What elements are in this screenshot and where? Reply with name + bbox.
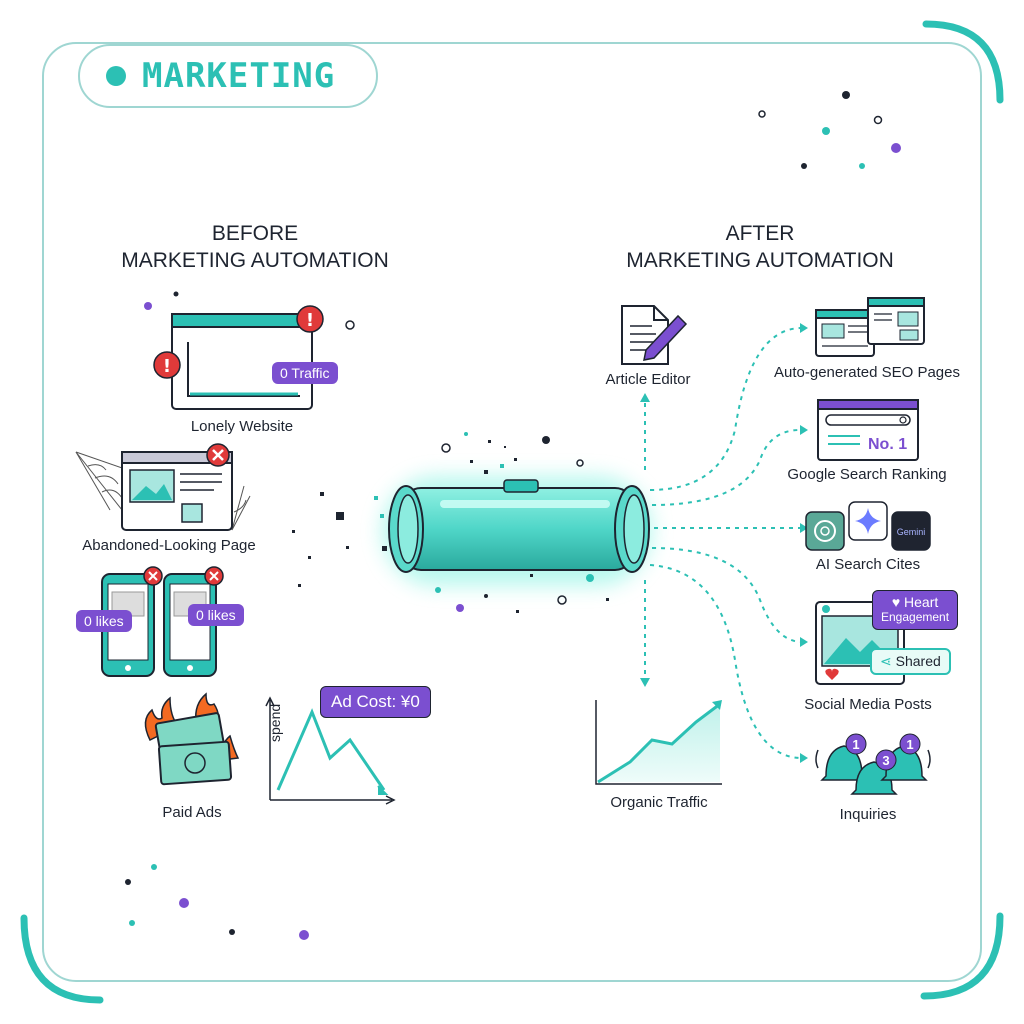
seo-pages-icon (815, 297, 925, 357)
ai-cites-label: AI Search Cites (815, 556, 921, 573)
svg-text:!: ! (306, 310, 314, 331)
before-heading-line2: MARKETING AUTOMATION (121, 249, 389, 272)
lonely-website-icon: ! ! (144, 291, 355, 410)
organic-traffic-chart (595, 700, 722, 785)
automation-tube (382, 476, 652, 586)
inquiries-label: Inquiries (839, 806, 897, 823)
search-rank-text: No. 1 (868, 436, 907, 453)
inquiries-count-left: 1 (852, 737, 859, 752)
shared-badge: ⋖ Shared (870, 648, 951, 675)
zero-likes-badge-right: 0 likes (188, 604, 244, 626)
ad-cost-badge: Ad Cost: ¥0 (320, 686, 431, 718)
flow-arrowheads (640, 323, 808, 763)
before-heading-line1: BEFORE (211, 222, 299, 245)
heart-label: Heart (904, 594, 939, 610)
particle-debris (292, 432, 609, 613)
marketing-badge: MARKETING (78, 44, 378, 108)
badge-dot-icon (106, 66, 126, 86)
abandoned-page-label: Abandoned-Looking Page (82, 537, 256, 554)
article-editor-icon (621, 305, 688, 365)
zero-traffic-badge: 0 Traffic (272, 362, 338, 384)
search-ranking-label: Google Search Ranking (787, 466, 947, 483)
lonely-website-label: Lonely Website (190, 418, 294, 435)
after-heading-line1: AFTER (725, 222, 795, 245)
after-heading-line2: MARKETING AUTOMATION (626, 249, 894, 272)
gemini-logo-text: Gemini (897, 527, 926, 537)
seo-pages-label: Auto-generated SEO Pages (774, 364, 960, 381)
share-icon: ⋖ (880, 653, 896, 669)
before-heading: BEFORE MARKETING AUTOMATION (100, 220, 410, 274)
decorative-dots (125, 91, 901, 940)
ai-search-icons (805, 501, 931, 551)
spend-axis-label: spend (267, 704, 283, 742)
flow-connectors (644, 327, 801, 759)
shared-label: Shared (895, 653, 941, 669)
inquiries-count-center: 3 (882, 753, 889, 768)
heart-engagement-badge: ♥ Heart Engagement (872, 590, 959, 630)
organic-traffic-label: Organic Traffic (610, 794, 708, 811)
inquiries-count-right: 1 (906, 737, 913, 752)
spend-chart (265, 696, 396, 805)
svg-text:!: ! (163, 356, 171, 377)
zero-likes-badge-left: 0 likes (76, 610, 132, 632)
after-heading: AFTER MARKETING AUTOMATION (605, 220, 915, 274)
abandoned-page-icon (75, 443, 251, 531)
search-ranking-icon (817, 399, 919, 461)
burning-money-icon (144, 692, 240, 786)
article-editor-label: Article Editor (605, 371, 691, 388)
paid-ads-label: Paid Ads (162, 804, 222, 821)
inquiries-bells-icon: 1 1 3 (815, 733, 931, 795)
engagement-label: Engagement (881, 610, 950, 624)
social-posts-label: Social Media Posts (804, 696, 932, 713)
heart-icon: ♥ (891, 594, 905, 610)
badge-label: MARKETING (142, 56, 336, 96)
